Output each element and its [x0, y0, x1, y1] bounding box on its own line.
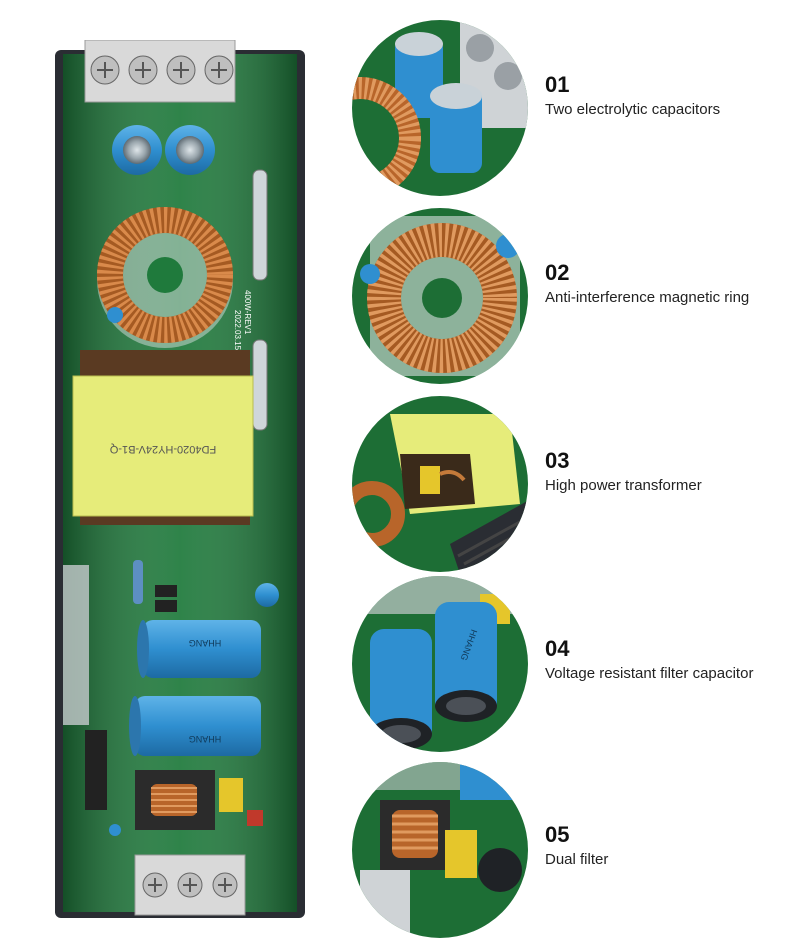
feature-label-05: Dual filter	[545, 851, 609, 868]
capacitor-brand-2: HHANG	[189, 734, 222, 744]
feature-label-04: Voltage resistant filter capacitor	[545, 665, 754, 682]
pcb-date-text: 2022.03.15	[233, 310, 242, 351]
toroid-closeup-image	[350, 206, 530, 386]
dual-filter	[109, 770, 263, 836]
feature-label-02: Anti-interference magnetic ring	[545, 289, 750, 306]
feature-number-05: 05	[545, 822, 570, 847]
feature-label-01: Two electrolytic capacitors	[545, 101, 721, 118]
power-supply-board: 400W-REV1 2022.03.15 FD4020-HY24V-B1-Q H…	[55, 40, 305, 920]
feature-number-02: 02	[545, 260, 570, 285]
feature-label-03: High power transformer	[545, 477, 702, 494]
magnetic-ring	[97, 207, 233, 348]
feature-number-01: 01	[545, 72, 570, 97]
bottom-terminal-block	[134, 854, 246, 916]
transformer-label: FD4020-HY24V-B1-Q	[109, 443, 216, 455]
feature-number-04: 04	[545, 636, 570, 661]
transformer: FD4020-HY24V-B1-Q	[72, 350, 254, 525]
filter-capacitors: HHANG HHANG	[129, 620, 261, 756]
capacitors-closeup-image	[350, 18, 530, 198]
transformer-closeup-image	[350, 394, 530, 574]
dual-filter-closeup-image	[350, 760, 530, 940]
pcb-model-text: 400W-REV1	[243, 290, 252, 335]
top-terminal-block	[84, 40, 236, 103]
feature-number-03: 03	[545, 448, 570, 473]
filter-capacitor-closeup-image: HHANG	[350, 574, 530, 754]
capacitor-brand-1: HHANG	[189, 638, 222, 648]
electrolytic-capacitors	[112, 125, 215, 175]
